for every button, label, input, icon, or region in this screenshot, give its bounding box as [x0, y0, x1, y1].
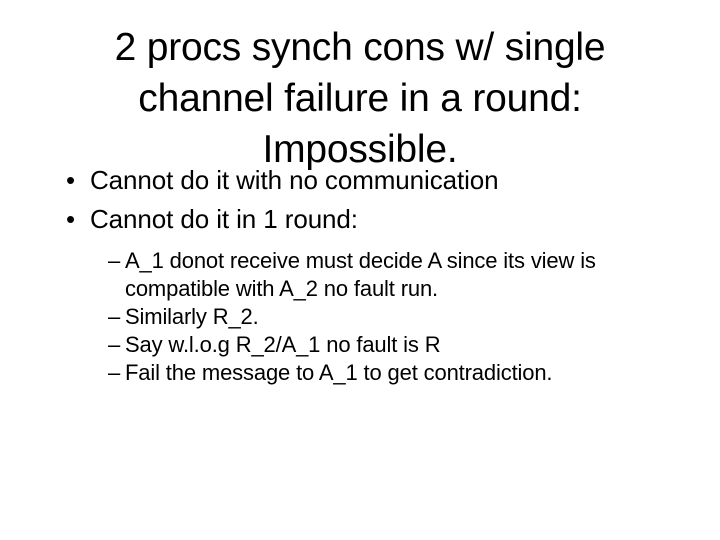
- dash-marker-icon: –: [108, 304, 121, 329]
- dash-marker-icon: –: [108, 248, 121, 273]
- list-item-label: Cannot do it in 1 round:: [90, 204, 358, 234]
- sub-list-item: – Similarly R_2.: [108, 303, 660, 331]
- sub-list: – A_1 donot receive must decide A since …: [60, 247, 660, 387]
- list-item: • Cannot do it with no communication: [60, 162, 660, 198]
- sub-list-item-label: Fail the message to A_1 to get contradic…: [125, 360, 553, 385]
- sub-list-item-label: Similarly R_2.: [125, 304, 259, 329]
- dash-marker-icon: –: [108, 332, 121, 357]
- sub-list-item-label: A_1 donot receive must decide A since it…: [125, 248, 596, 301]
- sub-list-item-label: Say w.l.o.g R_2/A_1 no fault is R: [125, 332, 441, 357]
- sub-list-item: – Say w.l.o.g R_2/A_1 no fault is R: [108, 331, 660, 359]
- slide-body: • Cannot do it with no communication • C…: [60, 162, 660, 387]
- list-item-label: Cannot do it with no communication: [90, 165, 499, 195]
- sub-list-item: – A_1 donot receive must decide A since …: [108, 247, 660, 303]
- bullet-marker-icon: •: [66, 204, 76, 234]
- list-item: • Cannot do it in 1 round:: [60, 201, 660, 237]
- sub-list-item: – Fail the message to A_1 to get contrad…: [108, 359, 660, 387]
- slide-title: 2 procs synch cons w/ single channel fai…: [114, 26, 606, 171]
- dash-marker-icon: –: [108, 360, 121, 385]
- bullet-marker-icon: •: [66, 165, 76, 195]
